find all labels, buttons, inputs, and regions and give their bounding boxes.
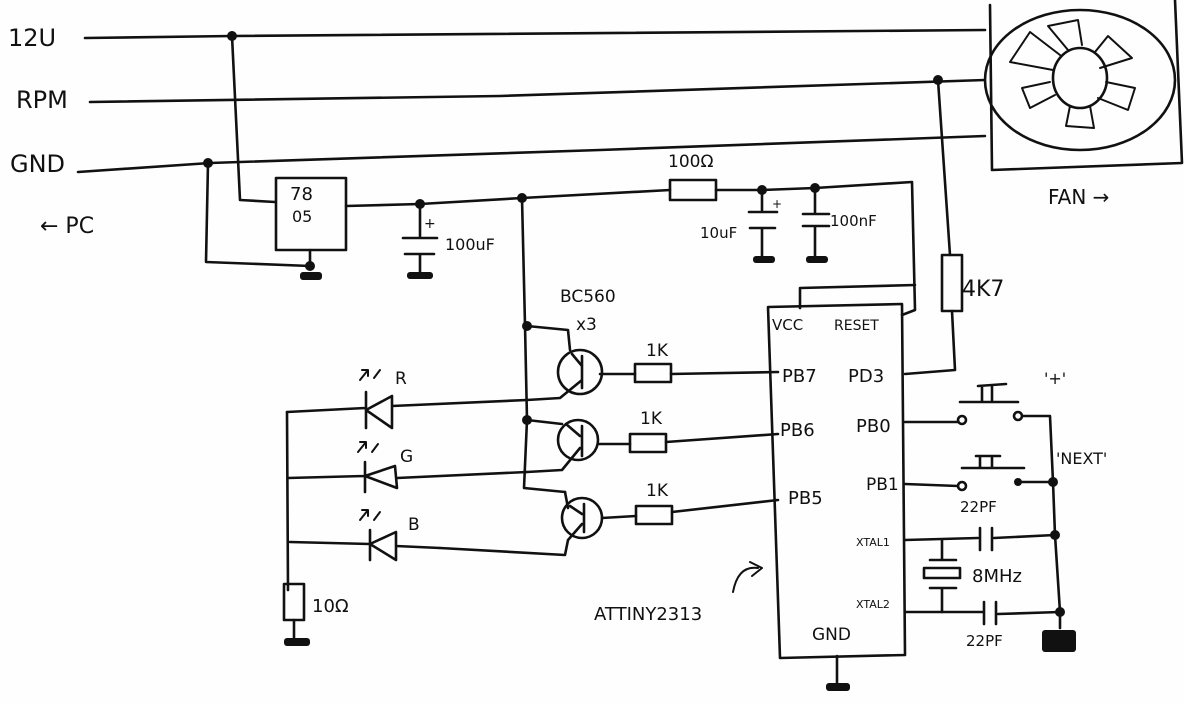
transistor-q1 [525, 324, 637, 402]
pin-xtal2: XTAL2 [856, 598, 890, 611]
ground-symbol [300, 272, 322, 280]
svg-text:+: + [772, 197, 782, 211]
label-rpm: RPM [16, 86, 68, 114]
mcu-pointer-arrow [732, 561, 763, 593]
pin-pd3: PD3 [848, 366, 884, 387]
label-crystal: 8MHz [972, 566, 1022, 587]
wire-rpm-pullup [936, 78, 952, 257]
pin-vcc: VCC [772, 316, 803, 334]
mcu-attiny2313 [766, 302, 907, 660]
ground-mcu [826, 683, 850, 691]
resistor-1k-2 [628, 432, 668, 454]
transistor-q3 [438, 490, 638, 557]
regulator-line1: 78 [290, 184, 313, 205]
led-red [285, 369, 529, 430]
wire-led-common [285, 410, 290, 592]
wire-pd3 [903, 309, 957, 376]
resistor-100r [668, 178, 718, 202]
ground-led [284, 638, 310, 646]
wire-gnd [76, 134, 987, 174]
pin-gnd: GND [812, 625, 851, 645]
label-led-g: G [400, 447, 413, 467]
capacitor-100uf: + [401, 202, 439, 279]
label-c-100uf: 100uF [445, 235, 495, 254]
wire-5v-rail [344, 188, 672, 208]
led-blue [288, 509, 442, 562]
label-transistor-count: x3 [576, 315, 597, 335]
wire-right-gnd-bus [1051, 480, 1062, 630]
regulator-line2: 05 [292, 207, 312, 226]
label-r-100: 100Ω [668, 152, 713, 172]
svg-text:+: + [424, 216, 436, 232]
resistor-1k-3 [634, 504, 674, 526]
capacitor-22pf-1 [903, 526, 1057, 552]
label-transistor: BC560 [560, 287, 616, 307]
led-green [286, 441, 529, 494]
label-pc: ← PC [40, 214, 94, 239]
label-12v: 12U [8, 24, 56, 52]
label-c-22pf-1: 22PF [960, 498, 997, 516]
label-r-4k7: 4K7 [962, 277, 1004, 302]
button-plus [903, 382, 1055, 484]
label-fan: FAN → [1048, 185, 1109, 209]
ground-crystal [1042, 630, 1076, 652]
wire-12v [83, 28, 987, 40]
resistor-1k-1 [633, 362, 673, 384]
capacitor-10uf: + [747, 188, 782, 263]
wire-pb7 [669, 370, 780, 376]
label-mcu: ATTINY2313 [594, 604, 702, 625]
resistor-4k7 [940, 253, 964, 313]
pc-lines [76, 28, 987, 174]
label-r-1k-1: 1K [646, 341, 669, 361]
transistor-q2 [525, 418, 632, 474]
pin-pb0: PB0 [856, 416, 891, 437]
label-led-b: B [408, 515, 420, 535]
wire-12v-down [230, 34, 277, 204]
junction-reg-gnd [305, 261, 315, 271]
wire-filter-rail [714, 180, 917, 317]
label-led-r: R [395, 369, 407, 389]
pin-reset: RESET [834, 318, 879, 334]
pin-pb1: PB1 [866, 475, 899, 495]
capacitor-100nf [801, 186, 831, 263]
label-button-plus: '+' [1044, 369, 1066, 388]
wire-pb6 [664, 432, 780, 444]
button-next [903, 454, 1058, 492]
label-button-next: 'NEXT' [1056, 449, 1107, 468]
pin-pb6: PB6 [780, 420, 815, 441]
label-gnd: GND [10, 150, 65, 178]
wire-rpm [88, 78, 987, 104]
label-r-10: 10Ω [312, 596, 349, 617]
label-c-10uf: 10uF [700, 224, 737, 242]
pin-pb7: PB7 [782, 366, 817, 387]
pin-xtal1: XTAL1 [856, 536, 890, 549]
wire-gnd-reg [204, 161, 312, 268]
fan-icon [983, 0, 1184, 172]
crystal-8mhz [903, 538, 1062, 626]
pin-pb5: PB5 [788, 488, 823, 509]
label-c-22pf-2: 22PF [966, 632, 1003, 650]
wire-vcc [798, 283, 917, 310]
label-r-1k-2: 1K [640, 409, 663, 429]
wire-pb5 [670, 498, 780, 514]
label-r-1k-3: 1K [646, 481, 669, 501]
label-c-100nf: 100nF [830, 212, 877, 230]
